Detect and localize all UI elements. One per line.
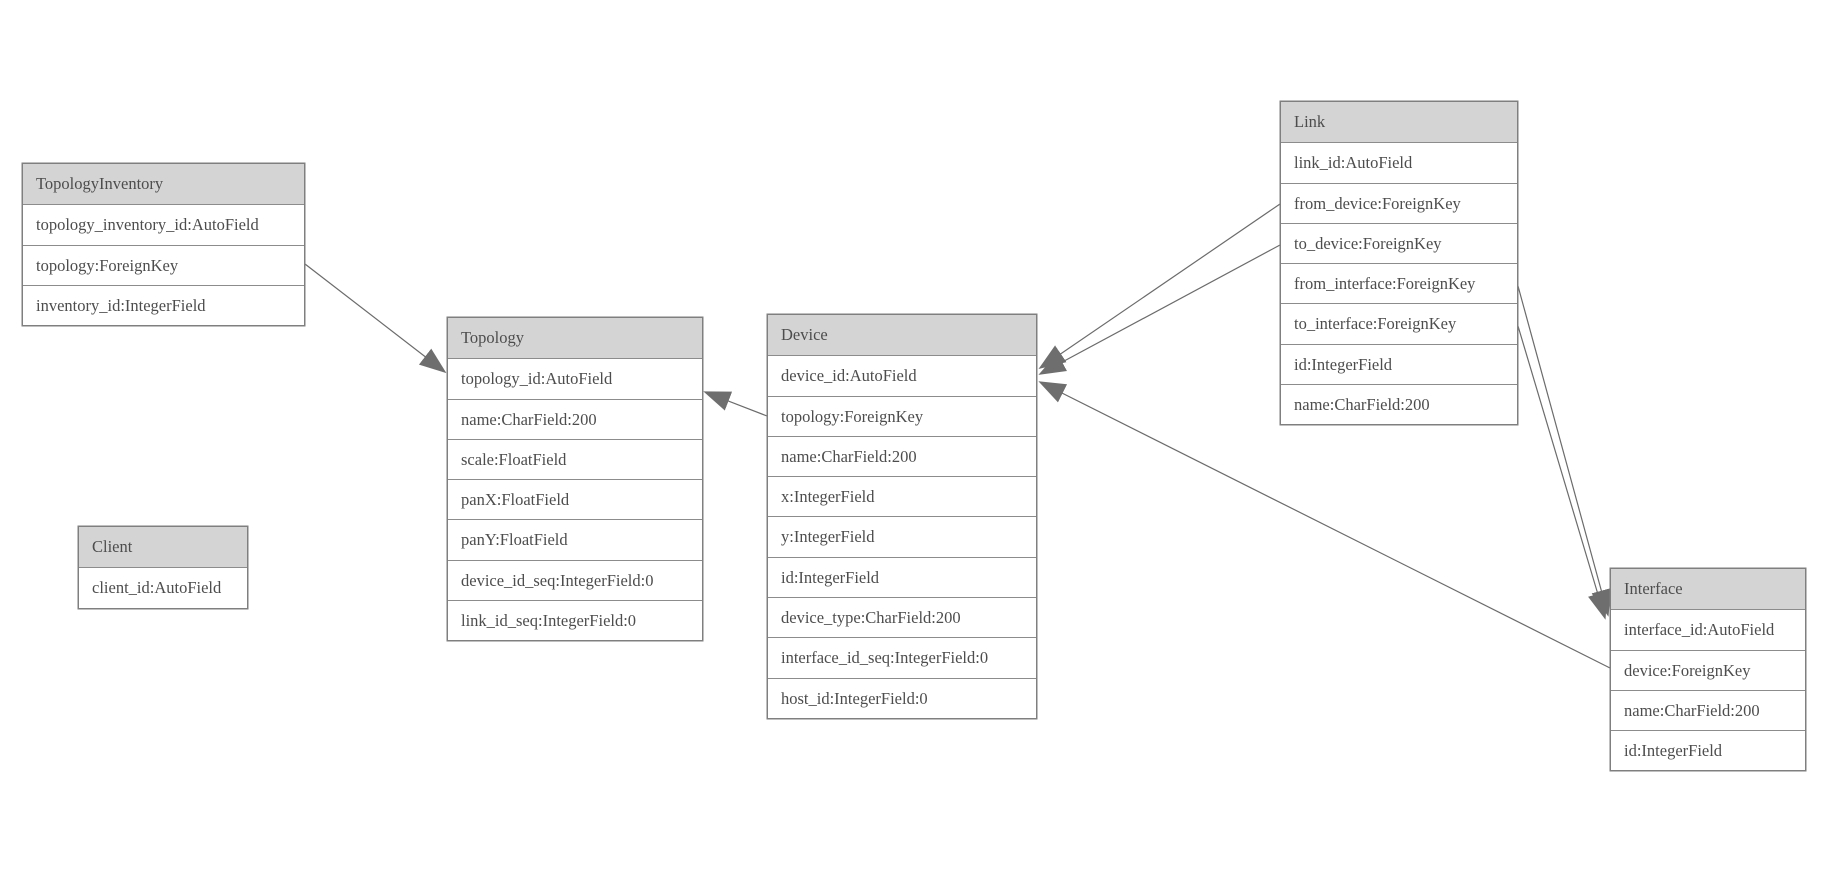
entity-field-row: name:CharField:200 [1611,689,1805,731]
entity-field-row: id:IntegerField [1281,343,1517,385]
entity-field-row: interface_id:AutoField [1611,609,1805,650]
entity-field-row: panY:FloatField [448,519,702,560]
entity-field-row: to_interface:ForeignKey [1281,303,1517,344]
entity-title-client: Client [79,527,247,568]
entity-field-row: link_id:AutoField [1281,142,1517,183]
entity-title-topology: Topology [448,318,702,359]
entity-title-interface: Interface [1611,569,1805,610]
entity-field-row: topology_inventory_id:AutoField [23,204,304,245]
entity-field-row: device_id_seq:IntegerField:0 [448,559,702,601]
entity-field-row: inventory_id:IntegerField [23,284,304,326]
entity-field-row: device_type:CharField:200 [768,597,1036,638]
entity-field-row: interface_id_seq:IntegerField:0 [768,637,1036,678]
entity-field-row: topology_id:AutoField [448,358,702,399]
entity-field-row: from_interface:ForeignKey [1281,263,1517,304]
relationship-interface-device-to-device [1038,381,1611,669]
entity-field-row: host_id:IntegerField:0 [768,677,1036,718]
relationship-link-to-device-to-device [1038,244,1281,375]
entity-field-row: panX:FloatField [448,479,702,520]
entity-field-row: link_id_seq:IntegerField:0 [448,600,702,641]
entity-field-row: name:CharField:200 [448,398,702,439]
entity-title-link: Link [1281,102,1517,143]
entity-field-row: id:IntegerField [768,556,1036,598]
entity-field-row: name:CharField:200 [768,435,1036,477]
entity-field-row: topology:ForeignKey [23,244,304,285]
entity-field-row: from_device:ForeignKey [1281,182,1517,223]
relationship-device-topology-to-topology [703,391,768,417]
relationship-topologyinventory-topology-to-topology [304,263,447,374]
entity-field-row: scale:FloatField [448,438,702,480]
entity-title-topology-inventory: TopologyInventory [23,164,304,205]
relationship-link-from-device-to-device [1038,203,1281,370]
entity-field-row: topology:ForeignKey [768,395,1036,436]
entity-title-device: Device [768,315,1036,356]
relationship-link-to-interface-to-interface [1517,325,1608,620]
entity-field-row: client_id:AutoField [79,567,247,608]
entity-field-row: to_device:ForeignKey [1281,222,1517,264]
relationship-link-from-interface-to-interface [1517,285,1612,617]
entity-field-row: y:IntegerField [768,516,1036,557]
entity-field-row: device:ForeignKey [1611,649,1805,690]
entity-field-row: x:IntegerField [768,476,1036,517]
entity-field-row: device_id:AutoField [768,355,1036,396]
entity-field-row: id:IntegerField [1611,730,1805,771]
entity-field-row: name:CharField:200 [1281,384,1517,425]
